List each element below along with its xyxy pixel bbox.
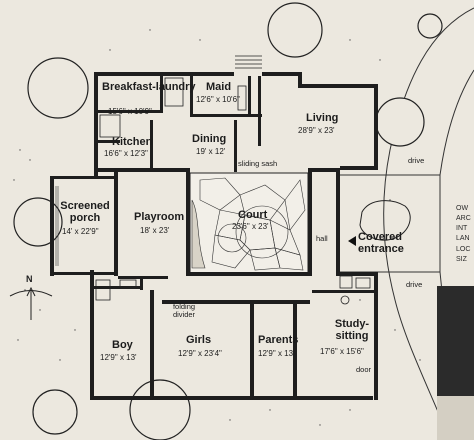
breakfast-dims: 15'6" x 10'9" — [108, 107, 152, 116]
side-text-line: ARC — [456, 215, 471, 223]
entrance-tree — [359, 200, 411, 241]
boy-dims: 12'9" x 13' — [100, 353, 137, 362]
playroom-label: Playroom — [134, 211, 185, 223]
walls — [50, 72, 378, 400]
playroom-dims: 18' x 23' — [140, 226, 170, 235]
dining-label: Dining — [192, 133, 227, 145]
side-text-line: LOC — [456, 245, 471, 253]
screened-porch-dims: 14' x 22'9" — [62, 227, 99, 236]
parents-label: Parents — [258, 334, 299, 346]
kitchen-label: Kitchen — [112, 136, 153, 148]
porch-screen — [55, 186, 59, 266]
neighbor-building — [437, 286, 474, 396]
drive-top-note: drive — [408, 156, 425, 165]
side-text-line: INT — [456, 225, 468, 233]
kitchen-dims: 16'6" x 12'3" — [104, 149, 148, 158]
north-arrow — [9, 286, 53, 320]
maid-dims: 12'6" x 10'6" — [196, 95, 240, 104]
door-note: door — [356, 365, 372, 374]
court-paving — [189, 172, 309, 274]
side-text-line: SIZ — [456, 255, 467, 263]
drive-bottom-note: drive — [406, 280, 423, 289]
covered-entrance-label: Covered entrance — [358, 231, 404, 255]
boy-label: Boy — [112, 339, 133, 351]
living-label: Living — [306, 112, 339, 124]
screened-porch-label: Screened porch — [60, 200, 110, 224]
study-dims: 17'6" x 15'6" — [320, 347, 364, 356]
side-text-line: LAN — [456, 235, 470, 243]
ground-stipple — [13, 29, 421, 426]
side-text-line: OW — [456, 205, 469, 212]
girls-dims: 12'9" x 23'4" — [178, 349, 222, 358]
parents-dims: 12'9" x 13' — [258, 349, 295, 358]
maid-label: Maid — [206, 81, 232, 93]
fixtures — [95, 77, 371, 305]
folding-divider-note: folding divider — [172, 302, 196, 320]
court-dims: 23'6" x 23' — [232, 222, 269, 231]
side-text-column: OW ARC INT LAN LOC SIZ — [456, 204, 474, 265]
girls-label: Girls — [186, 334, 212, 346]
entry-steps — [235, 55, 262, 69]
entry-arrow — [348, 236, 356, 246]
sliding-sash-note: sliding sash — [238, 159, 278, 168]
living-dims: 28'9" x 23' — [298, 126, 335, 135]
hall-note: hall — [316, 234, 328, 243]
dining-dims: 19' x 12' — [196, 147, 226, 156]
court-label: Court — [238, 209, 268, 221]
breakfast-label: Breakfast-laundry — [102, 81, 196, 93]
study-label: Study-sitting — [334, 318, 370, 343]
north-label: N — [26, 274, 33, 284]
